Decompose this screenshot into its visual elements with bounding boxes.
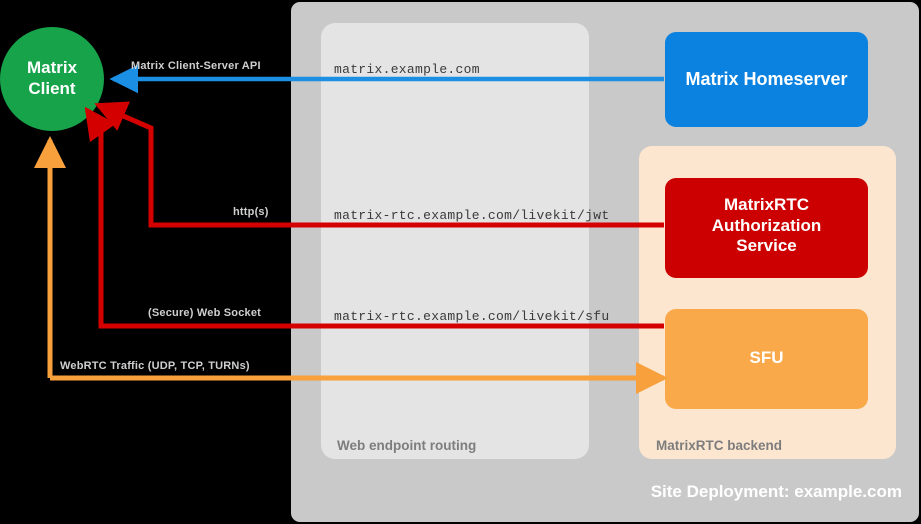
- matrix-homeserver-box: [665, 32, 868, 127]
- flow-http-jwt: [94, 101, 664, 228]
- matrixrtc-authorization-service-box: [665, 178, 868, 278]
- web-endpoint-routing-group: [321, 23, 589, 459]
- flow-secure-web-socket: [84, 106, 664, 329]
- sfu-box: [665, 309, 868, 409]
- matrix-client-circle: [0, 27, 104, 131]
